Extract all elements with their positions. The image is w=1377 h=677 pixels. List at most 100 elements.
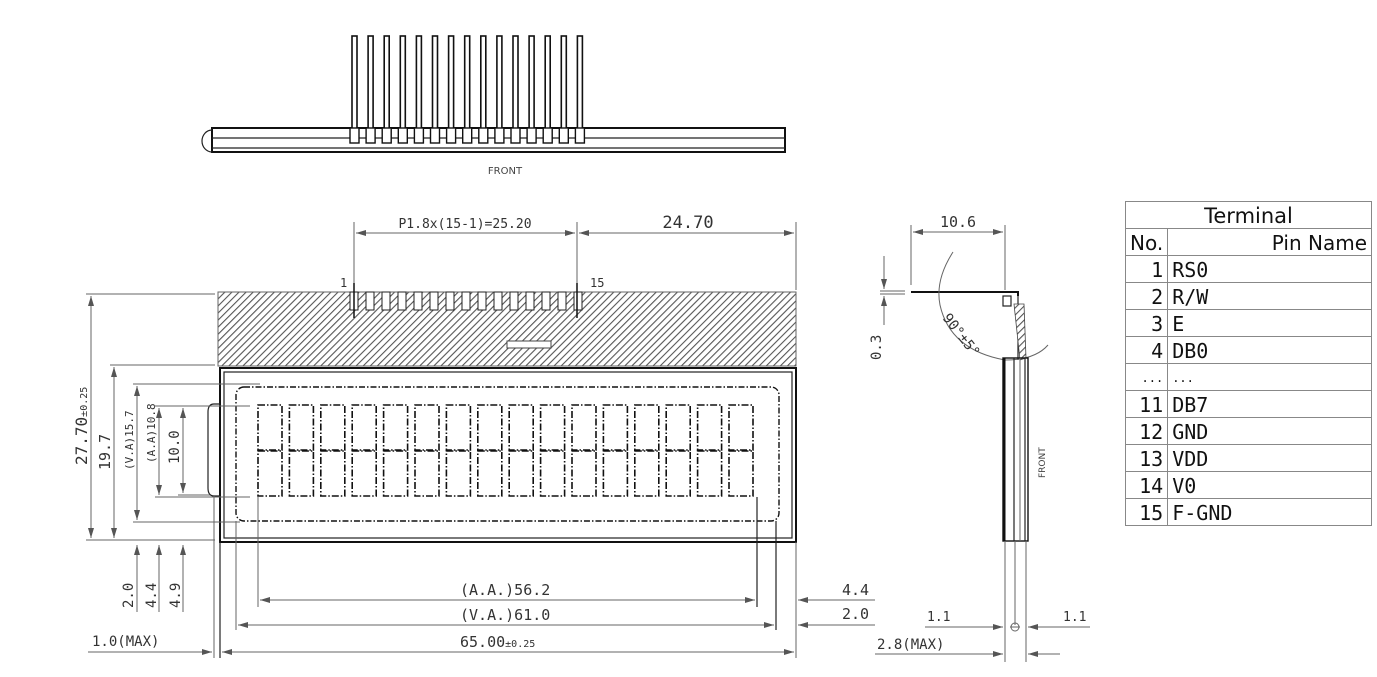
pin-pitch-label: P1.8x(15-1)=25.20	[398, 217, 531, 232]
top-edge-view: FRONT	[201, 35, 786, 177]
char-cell	[539, 404, 566, 451]
char-cell	[414, 450, 440, 497]
bottom-4-4-label: 4.4	[144, 583, 160, 608]
right-2-0-label: 2.0	[842, 605, 869, 623]
right-1-1-label: 1.1	[1063, 610, 1086, 625]
front-view: P1.8x(15-1)=25.20 24.70 1 15	[207, 213, 797, 658]
pin	[349, 127, 360, 144]
left-margin-label: 1.0(MAX)	[92, 634, 159, 650]
bottom-2-0-label: 2.0	[121, 583, 137, 608]
thickness-label: 0.3	[869, 335, 885, 360]
pin-number: 11	[1124, 390, 1169, 418]
pin	[526, 127, 537, 144]
pin-name: GND	[1167, 417, 1372, 445]
char-cell	[257, 404, 283, 451]
pin-1-label: 1	[340, 276, 347, 290]
pin-15-label: 15	[590, 276, 604, 290]
pin-name: E	[1167, 309, 1372, 337]
char-cell	[571, 450, 597, 497]
column-header-pin-name: Pin Name	[1167, 228, 1372, 256]
pin-name: VDD	[1167, 444, 1372, 472]
pin-number: 13	[1124, 444, 1169, 472]
pin	[445, 127, 457, 144]
left-dimensions: 27.70±0.25 19.7 (V.A)15.7 (A.A)10.8 10.0…	[72, 293, 260, 655]
pin-number: 12	[1124, 417, 1169, 445]
pin	[365, 127, 376, 144]
char-cell	[257, 450, 283, 497]
va-width-label: (V.A.)61.0	[460, 606, 550, 624]
pin	[494, 127, 505, 144]
char-cell	[602, 450, 629, 497]
right-4-4-label: 4.4	[842, 581, 869, 599]
char-cell	[696, 450, 723, 497]
pin-name: V0	[1167, 471, 1372, 499]
pin-name: R/W	[1167, 282, 1372, 310]
max-thickness-label: 2.8(MAX)	[877, 637, 944, 653]
column-header-no: No.	[1124, 228, 1169, 256]
height-19-7-label: 19.7	[96, 434, 114, 470]
side-front-label: FRONT	[1038, 447, 1048, 478]
pin-number: 14	[1124, 471, 1169, 499]
char-cell	[665, 404, 692, 451]
pin-number: 4	[1124, 336, 1169, 364]
pin-name: RS0	[1167, 255, 1372, 283]
char-cell	[414, 404, 440, 451]
char-cell	[633, 404, 660, 451]
char-cell	[382, 404, 409, 451]
char-cell	[508, 404, 535, 451]
pin	[429, 127, 441, 144]
side-width-label: 10.6	[940, 213, 976, 231]
side-view: 10.6 0.3 90°±5° FRONT 1.1 1.1 2.8(M	[869, 213, 1090, 662]
top-view-front-label: FRONT	[488, 166, 523, 177]
bottom-dimensions: (A.A.)56.2 (V.A.)61.0 65.00±0.25 4.4 2.0	[222, 581, 875, 655]
char-cell	[319, 450, 346, 497]
char-cell	[288, 450, 315, 497]
aa-width-label: (A.A.)56.2	[460, 581, 550, 599]
char-cell	[288, 404, 315, 451]
char-cell	[319, 404, 346, 451]
terminal-table-title: Terminal	[1125, 201, 1372, 229]
char-cell	[382, 450, 409, 497]
pin	[574, 127, 586, 144]
pad-row	[349, 283, 583, 318]
pin-number: 1	[1124, 255, 1169, 283]
pin-name: DB7	[1167, 390, 1372, 418]
char-cell	[696, 404, 723, 451]
pin-name: ...	[1167, 363, 1372, 391]
pin-number: ...	[1124, 363, 1169, 391]
pin	[381, 127, 392, 144]
pin-name: F-GND	[1167, 498, 1372, 526]
char-cell	[633, 450, 660, 497]
pin-number: 3	[1124, 309, 1169, 337]
char-cell	[351, 404, 378, 451]
char-cell	[728, 404, 754, 451]
character-grid	[257, 404, 754, 497]
pin-number: 2	[1124, 282, 1169, 310]
char-cell	[476, 404, 503, 451]
table-row: ......	[1124, 363, 1372, 391]
pin	[462, 127, 473, 144]
pin	[558, 127, 569, 144]
pin	[510, 127, 521, 144]
angle-label: 90°±5°	[939, 311, 983, 361]
overall-height-label: 27.70±0.25	[72, 387, 91, 465]
pin	[397, 127, 408, 144]
right-offset-label: 24.70	[662, 213, 713, 233]
va-height-label: (V.A)15.7	[123, 410, 136, 470]
char-cell	[351, 450, 378, 497]
bottom-4-9-label: 4.9	[168, 583, 184, 608]
pin-number: 15	[1124, 498, 1169, 526]
overall-width-label: 65.00±0.25	[460, 633, 535, 651]
aa-height-label: (A.A)10.8	[145, 403, 158, 463]
header-pins	[349, 35, 586, 144]
left-1-1-label: 1.1	[927, 610, 950, 625]
pin	[413, 127, 425, 144]
